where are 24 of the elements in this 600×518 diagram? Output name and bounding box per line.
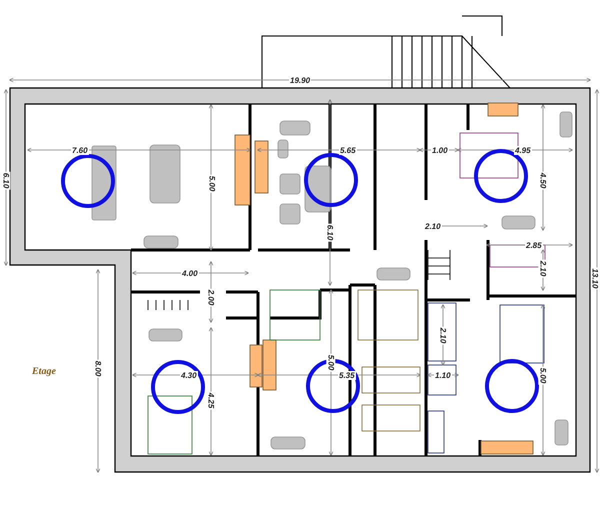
dimension-label: 4.30 <box>180 370 198 380</box>
dimension-label: 2.10 <box>538 259 548 277</box>
dimension-label: 5.00 <box>326 353 336 371</box>
dimension-label: 6.10 <box>325 223 334 241</box>
dimension-label: 13.10 <box>590 266 600 290</box>
dimension-label: 6.10 <box>1 171 10 189</box>
dimension-label: 19.90 <box>289 76 312 84</box>
dimension-label: 5.00 <box>207 174 216 192</box>
dimension-label: 4.00 <box>181 268 199 278</box>
dimension-label: 2.10 <box>424 222 442 230</box>
dimension-label: 5.35 <box>338 370 356 380</box>
dimension-label: 4.25 <box>206 391 216 409</box>
dimension-label: 5.65 <box>339 146 357 154</box>
dimension-label: 2.00 <box>206 288 216 306</box>
dimension-label: 8.00 <box>93 359 102 377</box>
floor-label: Etage <box>31 366 57 376</box>
dimension-label: 2.10 <box>438 326 448 344</box>
dimension-label: 7.60 <box>71 146 89 154</box>
dimension-label: 4.50 <box>538 171 548 189</box>
dimension-label: 1.00 <box>431 146 449 154</box>
dimension-label: 2.85 <box>525 240 543 250</box>
dimension-label: 5.00 <box>538 366 548 384</box>
dimension-label: 1.10 <box>434 370 452 380</box>
dimension-label: 4.95 <box>514 146 532 154</box>
